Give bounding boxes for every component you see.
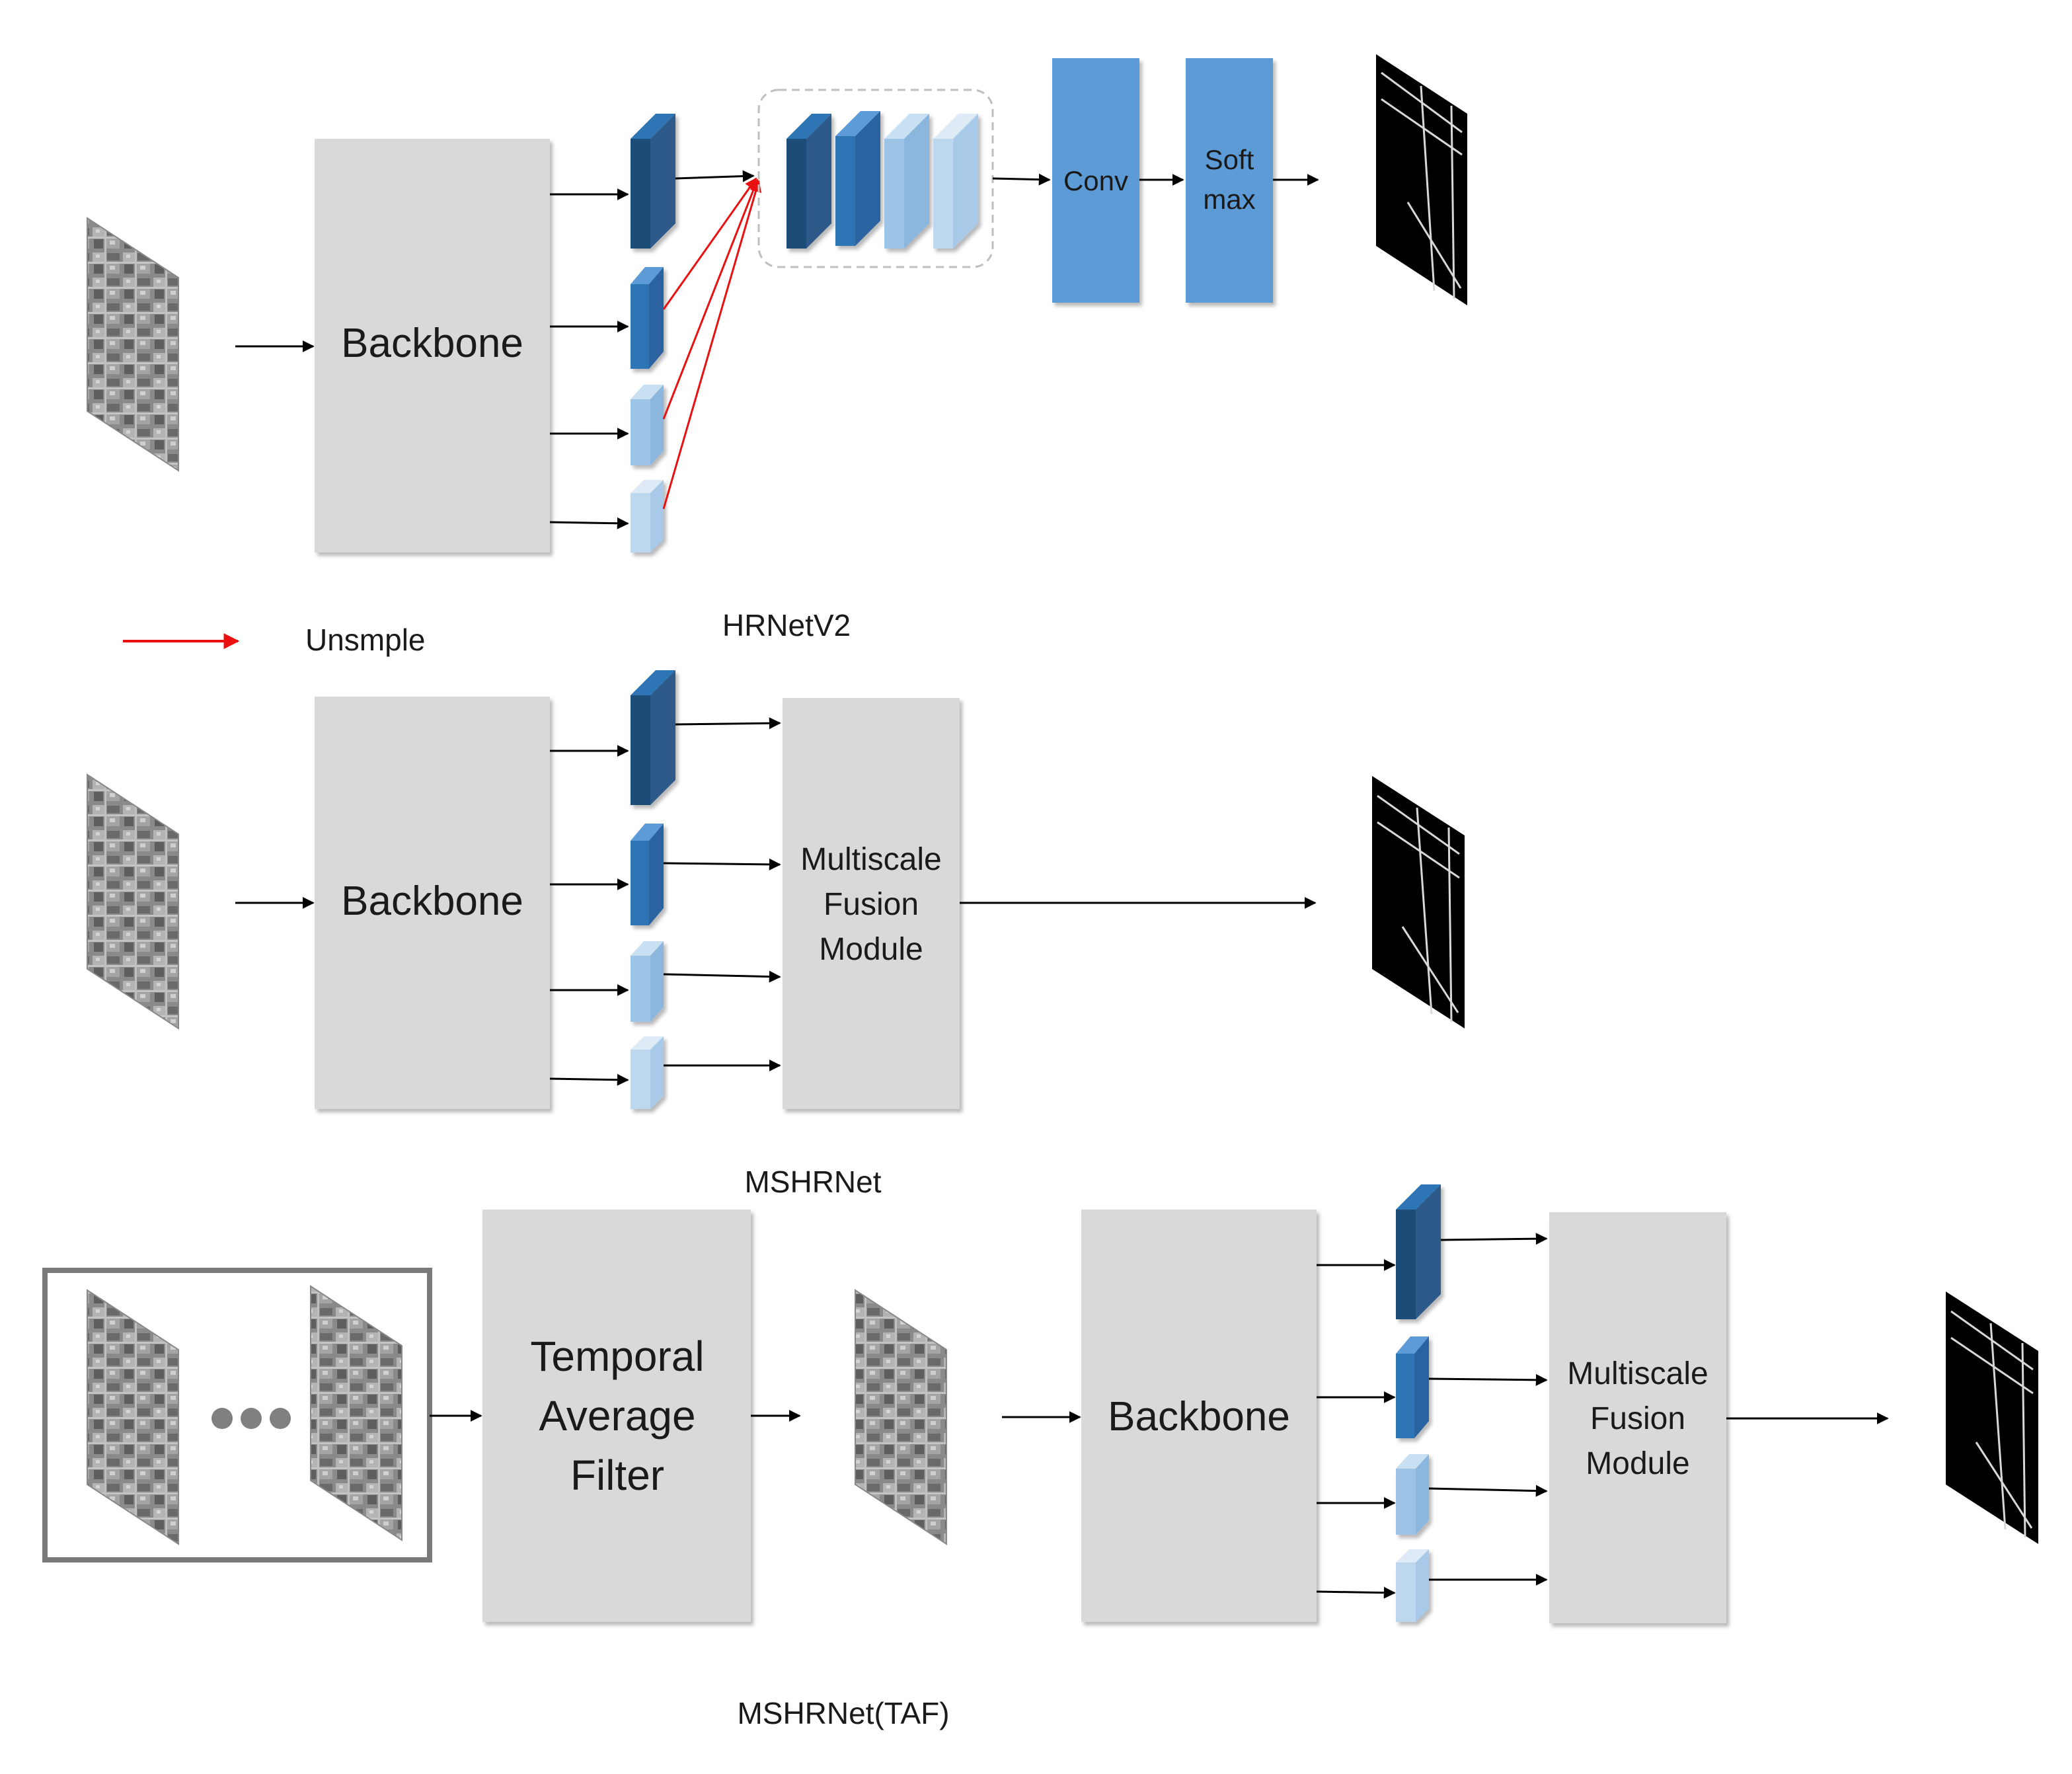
fusion-label-line3: Module (819, 932, 923, 967)
feature-arrow (1428, 1485, 1548, 1497)
backbone-label: Backbone (341, 321, 523, 366)
feature-map-icon (631, 941, 664, 1022)
filter-label-line1: Temporal (530, 1332, 704, 1380)
feature-arrow (1440, 1233, 1548, 1245)
backbone-block (315, 139, 550, 553)
softmax-label-line2: max (1203, 184, 1255, 215)
temporal-average-filter-block (482, 1210, 751, 1622)
upsample-legend: Unsmple (123, 623, 426, 657)
feature-map-icon (933, 114, 978, 249)
satellite-image-icon (855, 1289, 947, 1545)
filter-label-line3: Filter (570, 1451, 664, 1499)
feature-map-icon (787, 114, 831, 249)
road-mask-icon (1376, 54, 1467, 305)
hrnetv2-diagram: Backbone (87, 54, 1467, 553)
feature-map-icon (884, 114, 929, 249)
feature-map-icon (835, 111, 880, 246)
backbone-label: Backbone (341, 878, 523, 924)
softmax-block (1186, 58, 1273, 303)
feature-map-icon (1396, 1549, 1429, 1622)
mshrnet-taf-caption: MSHRNet(TAF) (737, 1696, 949, 1730)
feature-map-icon (631, 267, 664, 369)
fusion-label-line3: Module (1586, 1446, 1689, 1481)
feature-map-icon (1396, 1184, 1441, 1319)
softmax-label-line1: Soft (1205, 144, 1254, 175)
upsample-arrow (662, 178, 759, 420)
mshrnet-diagram: Backbone Multiscale (87, 670, 1465, 1109)
fusion-label-line2: Fusion (1590, 1401, 1685, 1436)
feature-map-icon (631, 1036, 664, 1109)
multiscale-fusion-block (783, 698, 960, 1109)
feature-arrow (663, 970, 781, 983)
road-mask-icon (1372, 776, 1465, 1028)
feature-arrow (675, 170, 755, 182)
feature-arrow (675, 717, 781, 730)
fusion-label-line1: Multiscale (800, 842, 941, 877)
concat-to-conv-arrow (992, 173, 1051, 186)
satellite-image-icon (87, 773, 179, 1030)
satellite-image-icon (87, 1289, 179, 1545)
upsample-arrow (662, 177, 757, 310)
conv-label: Conv (1063, 165, 1128, 196)
feature-arrow (549, 517, 629, 529)
backbone-block (315, 697, 550, 1109)
conv-block (1052, 58, 1139, 303)
feature-arrow (663, 858, 781, 870)
multiscale-fusion-block (1549, 1212, 1726, 1623)
road-mask-icon (1946, 1292, 2038, 1544)
backbone-block (1081, 1210, 1317, 1622)
backbone-label: Backbone (1108, 1394, 1290, 1440)
mshrnet-caption: MSHRNet (744, 1165, 881, 1199)
mshrnet-taf-diagram: Temporal Average Filter Backbone (42, 1184, 2038, 1623)
satellite-image-icon (310, 1285, 403, 1541)
feature-map-icon (1396, 1454, 1429, 1535)
fusion-label-line2: Fusion (824, 887, 919, 922)
feature-map-icon (631, 480, 664, 553)
hrnetv2-caption: HRNetV2 (722, 608, 851, 642)
fusion-label-line1: Multiscale (1567, 1356, 1708, 1391)
upsample-arrow (662, 180, 762, 510)
feature-map-icon (631, 385, 664, 465)
upsample-legend-label: Unsmple (305, 623, 426, 657)
feature-map-icon (631, 824, 664, 925)
ellipsis-dots-icon (211, 1408, 291, 1429)
feature-map-icon (1396, 1336, 1429, 1438)
feature-arrow (549, 1073, 629, 1086)
feature-map-icon (631, 114, 675, 249)
feature-arrow (1428, 1373, 1548, 1386)
filter-label-line2: Average (539, 1392, 695, 1440)
feature-arrow (1316, 1586, 1396, 1599)
feature-map-icon (631, 670, 675, 805)
satellite-image-icon (87, 217, 179, 472)
